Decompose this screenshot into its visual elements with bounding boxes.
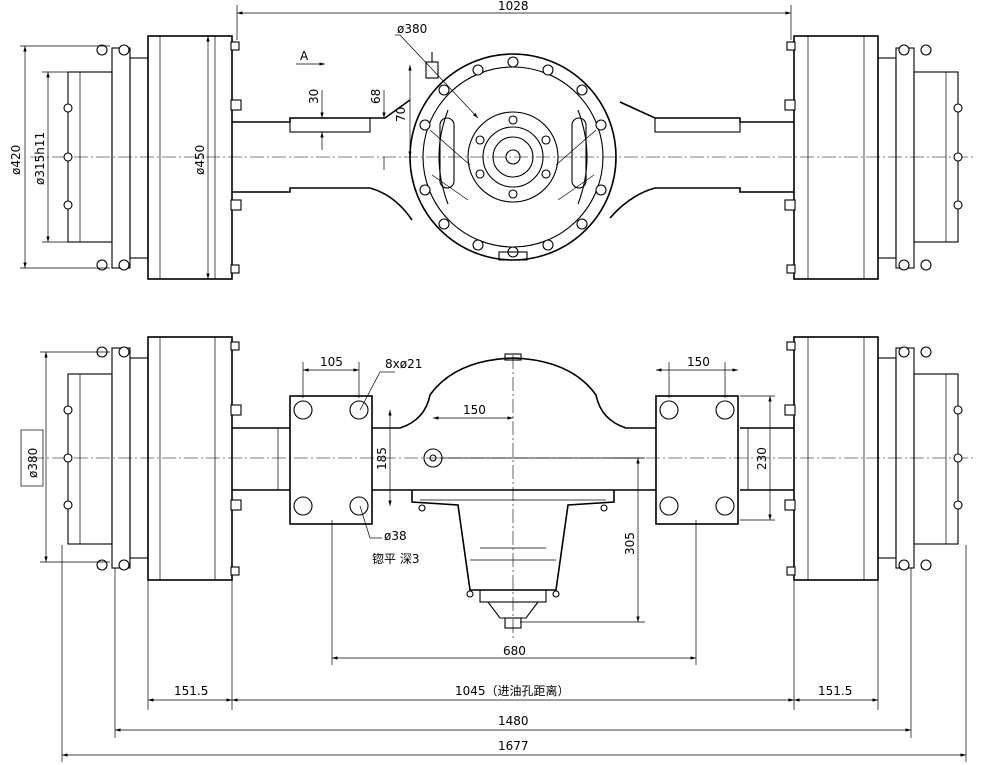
- dim-drum-dia-label: ø450: [193, 145, 207, 175]
- dim-1480-label: 1480: [498, 714, 529, 728]
- bottom-dimensions: [20, 351, 775, 665]
- dim-1045-label: 1045（进油孔距离）: [455, 683, 570, 698]
- top-diff-cover: [409, 52, 617, 261]
- dim-150-right-label: 150: [687, 355, 710, 369]
- dim-pilot-dia-label: ø315h11: [33, 132, 47, 185]
- dim-151-right-label: 151.5: [818, 684, 852, 698]
- bottom-axle-tube: [232, 427, 794, 491]
- bottom-center-housing: [372, 353, 656, 629]
- dim-holes-label: 8xø21: [385, 357, 422, 371]
- view-arrow-label: A: [300, 49, 309, 63]
- left-mounting-pad: [289, 395, 373, 525]
- dim-70-label: 70: [394, 107, 408, 122]
- overall-dimensions: [61, 545, 967, 762]
- dim-680-label: 680: [503, 644, 526, 658]
- dim-105-label: 105: [320, 355, 343, 369]
- dim-1677-label: 1677: [498, 739, 529, 753]
- top-dimensions: [20, 5, 792, 279]
- dim-380-label: ø380: [26, 448, 40, 478]
- dim-cover-dia-label: ø380: [397, 22, 427, 36]
- dim-30-label: 30: [307, 89, 321, 104]
- dim-151-left-label: 151.5: [174, 684, 208, 698]
- dim-flange-dia-label: ø420: [9, 145, 23, 175]
- spotface-note: 锪平 深3: [372, 551, 419, 566]
- bottom-view: 105 8xø21 150 150 185 230 ø380 ø38 锪平 深3…: [20, 336, 975, 665]
- dim-305-label: 305: [623, 532, 637, 555]
- dim-185-label: 185: [375, 447, 389, 470]
- dim-68-label: 68: [369, 89, 383, 104]
- bottom-right-hub: [784, 336, 963, 581]
- right-mounting-pad: [655, 395, 739, 525]
- dim-230-label: 230: [755, 447, 769, 470]
- dim-1028-label: 1028: [498, 0, 529, 13]
- dim-150-left-label: 150: [463, 403, 486, 417]
- top-axle-housing: [232, 99, 794, 221]
- bottom-left-hub: [63, 336, 242, 581]
- top-right-hub: [784, 35, 963, 280]
- dim-38-label: ø38: [384, 529, 407, 543]
- top-view: 1028 ø380 A 30 68 70 ø420 ø315h11 ø450: [9, 0, 975, 280]
- top-left-hub: [63, 35, 242, 280]
